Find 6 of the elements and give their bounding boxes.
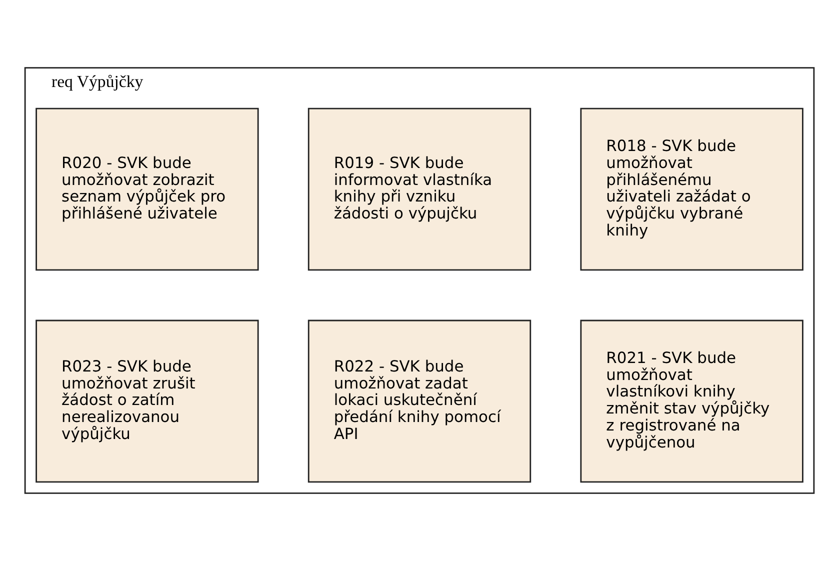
node-box: R021 - SVK bude umožňovat vlastníkovi knihy změnit stav výpůjčky z registrované na vypůjčenou	[580, 320, 804, 483]
node-box: R020 - SVK bude umožňovat zobrazit seznam výpůjček pro přihlášené uživatele	[36, 108, 259, 271]
node-box: R023 - SVK bude umožňovat zrušit žádost o zatím nerealizovanou výpůjčku	[36, 320, 259, 483]
node-box: R018 - SVK bude umožňovat přihlášenému uživateli zažádat o výpůjčku vybrané knihy	[580, 108, 804, 271]
node-box: R022 - SVK bude umožňovat zadat lokaci uskutečnění předání knihy pomocí API	[308, 320, 532, 483]
node-box: R019 - SVK bude informovat vlastníka knihy při vzniku žádosti o výpujčku	[308, 108, 532, 271]
